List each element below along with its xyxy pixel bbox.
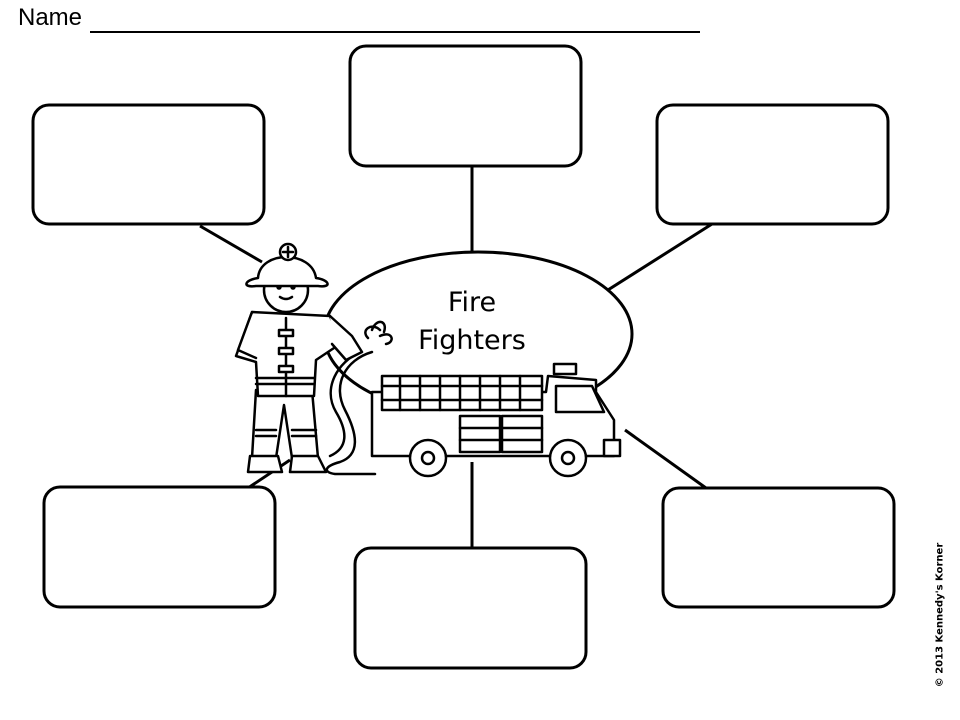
name-line[interactable] xyxy=(90,31,700,33)
connector-bottom-left xyxy=(247,458,291,490)
connector-top-right xyxy=(599,222,713,297)
fire-truck-illustration xyxy=(370,362,622,478)
answer-box-bottom-center[interactable] xyxy=(353,546,588,670)
firefighter-illustration xyxy=(234,242,393,476)
answer-box-top-left[interactable] xyxy=(31,103,266,226)
center-title-line1: Fire xyxy=(447,287,497,318)
answer-box-top-right[interactable] xyxy=(655,103,890,226)
answer-box-bottom-left[interactable] xyxy=(42,485,277,609)
connector-bottom-right xyxy=(624,428,707,490)
copyright-notice: © 2013 Kennedy's Korner xyxy=(930,520,950,710)
center-title-line2: Fighters xyxy=(418,325,526,356)
name-label: Name xyxy=(18,4,83,31)
copyright-text: © 2013 Kennedy's Korner xyxy=(934,542,946,688)
answer-box-bottom-right[interactable] xyxy=(661,486,896,609)
answer-box-top-center[interactable] xyxy=(348,44,583,168)
center-topic: Fire Fighters xyxy=(392,284,552,360)
connector-top-left xyxy=(199,224,263,264)
